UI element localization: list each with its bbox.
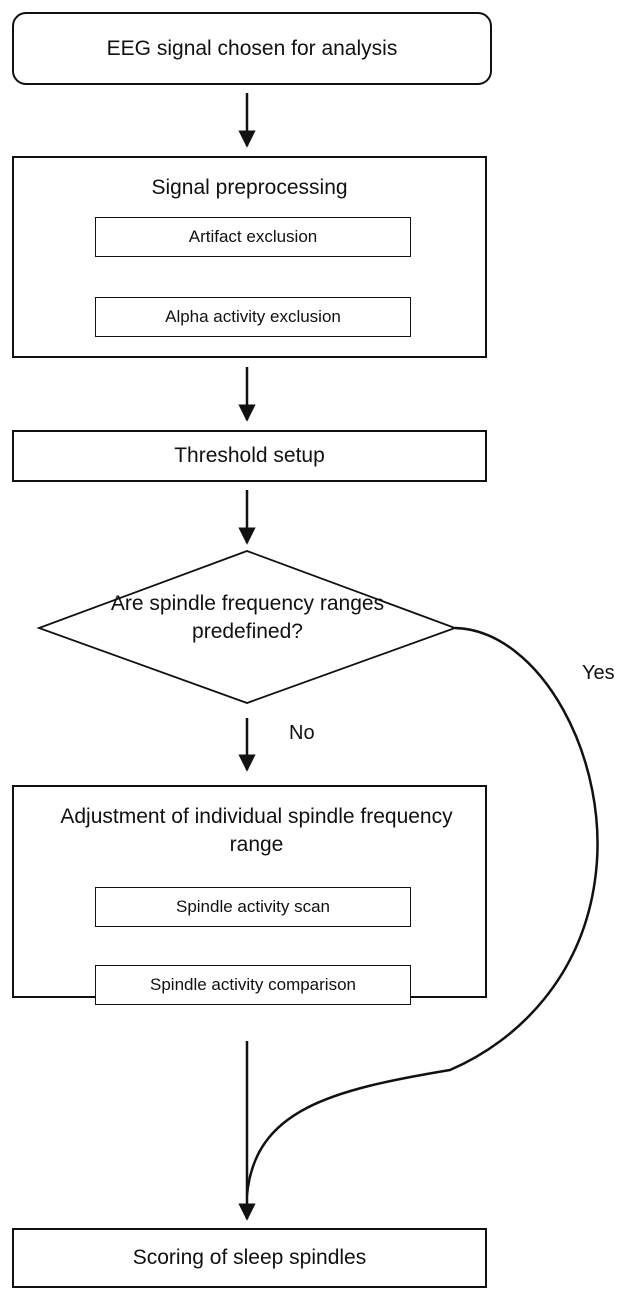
end-node-label: Scoring of sleep spindles bbox=[132, 1246, 367, 1269]
threshold-label: Threshold setup bbox=[174, 444, 325, 467]
start-node-label: EEG signal chosen for analysis bbox=[106, 36, 398, 60]
adjustment-node: Adjustment of individual spindle frequen… bbox=[12, 785, 487, 1005]
yes-bypass-curve bbox=[245, 626, 599, 1196]
preprocessing-title: Signal preprocessing bbox=[151, 176, 348, 199]
alpha-exclusion-step: Alpha activity exclusion bbox=[95, 297, 411, 337]
start-node: EEG signal chosen for analysis bbox=[12, 12, 492, 85]
preprocessing-node: Signal preprocessing Artifact exclusion … bbox=[12, 156, 487, 358]
yes-label: Yes bbox=[582, 662, 615, 684]
spindle-scan-step: Spindle activity scan bbox=[95, 887, 411, 927]
adjustment-title: Adjustment of individual spindle frequen… bbox=[60, 805, 453, 857]
spindle-comparison-step: Spindle activity comparison bbox=[95, 965, 411, 1005]
decision-label: Are spindle frequency ranges predefined? bbox=[110, 592, 385, 644]
end-node: Scoring of sleep spindles bbox=[12, 1228, 487, 1288]
no-label: No bbox=[289, 722, 315, 744]
threshold-node: Threshold setup bbox=[12, 430, 487, 482]
decision-diamond bbox=[36, 550, 458, 704]
artifact-exclusion-step: Artifact exclusion bbox=[95, 217, 411, 257]
